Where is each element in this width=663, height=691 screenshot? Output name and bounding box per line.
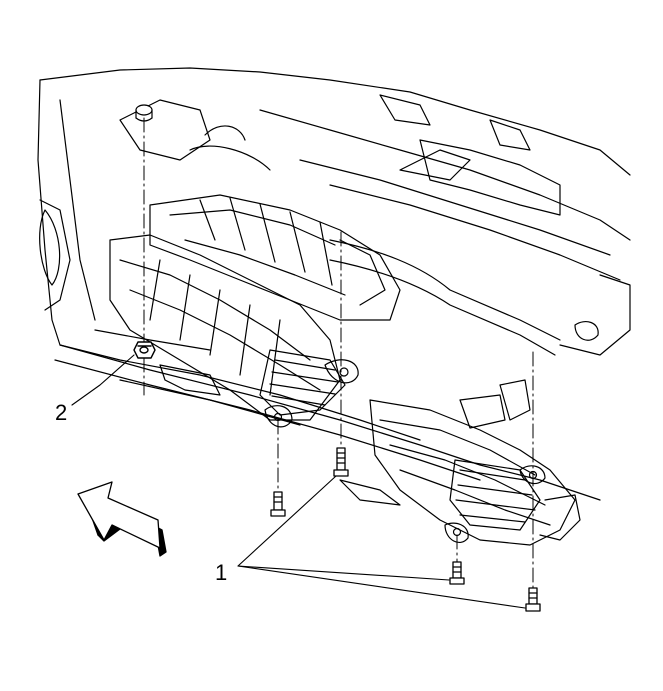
underbody-floor-pan	[37, 67, 631, 506]
bolt-a	[333, 447, 349, 477]
front-direction-arrow-icon	[77, 481, 167, 557]
bolt-icon	[270, 447, 541, 612]
callout-label-2: 2	[55, 400, 68, 425]
shield-mount-tab-left	[159, 364, 293, 428]
leader-line-2	[71, 354, 135, 406]
leader-line-1b	[237, 565, 450, 581]
leader-lines	[71, 354, 526, 609]
bolt-d	[525, 587, 541, 612]
nut-icon	[133, 341, 156, 359]
leader-line-1c	[237, 565, 526, 609]
bolt-b	[270, 491, 286, 517]
heat-shield-center	[109, 234, 359, 421]
bolt-c	[449, 561, 465, 585]
frame-stud-icon	[135, 104, 153, 122]
heat-shield-rear	[369, 379, 581, 546]
leader-line-1a	[237, 475, 337, 567]
callout-label-1: 1	[215, 560, 228, 585]
heat-shield-front	[149, 194, 561, 356]
installation-center-lines	[143, 117, 534, 589]
